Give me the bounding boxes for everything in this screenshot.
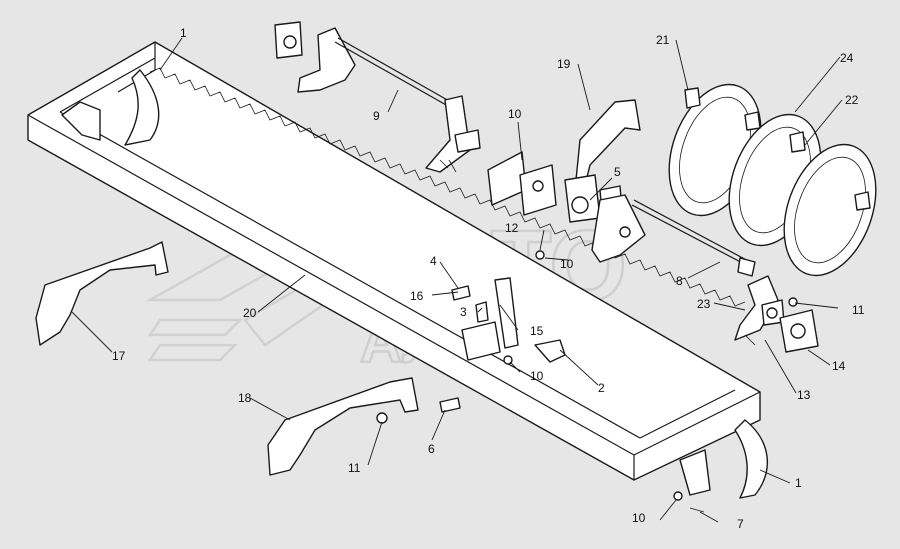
- callout-12: 12: [505, 221, 519, 235]
- tine-left: [124, 69, 160, 146]
- callout-14: 14: [832, 359, 846, 373]
- callout-23: 23: [697, 297, 711, 311]
- tine-right: [734, 419, 769, 499]
- arm-23: [734, 275, 785, 346]
- shaft-assembly-top: [274, 21, 481, 173]
- crumbler-wheels: [668, 83, 877, 277]
- callout-13: 13: [797, 388, 811, 402]
- callout-4: 4: [430, 254, 437, 268]
- callout-8: 8: [676, 274, 683, 288]
- flange-14: [779, 309, 819, 353]
- callout-2: 2: [598, 381, 605, 395]
- toothed-rail: [149, 67, 746, 307]
- callout-10-right: 10: [632, 511, 646, 525]
- callout-5: 5: [614, 165, 621, 179]
- side-plate-17: [35, 241, 169, 346]
- callout-6: 6: [428, 442, 435, 456]
- bracket-15: [451, 277, 519, 361]
- callout-24: 24: [840, 51, 854, 65]
- callout-9: 9: [373, 109, 380, 123]
- callout-11-bottom: 11: [348, 461, 361, 475]
- callout-10-top: 10: [508, 107, 522, 121]
- callout-19: 19: [557, 57, 571, 71]
- callout-15: 15: [530, 324, 544, 338]
- callout-21: 21: [656, 33, 670, 47]
- callout-10-bottom: 10: [530, 369, 544, 383]
- side-plate-18: [267, 377, 419, 476]
- callout-17: 17: [112, 349, 126, 363]
- callout-18: 18: [238, 391, 252, 405]
- callout-1-left: 1: [180, 26, 187, 40]
- callout-16: 16: [410, 289, 424, 303]
- callout-numbers: 1 1 2 3 4 5 6 7 8 9 10 10 10 10 11 11 12…: [112, 26, 865, 531]
- callout-11-right: 11: [852, 303, 865, 317]
- leader-lines: [71, 37, 843, 523]
- shaft-8: [591, 194, 756, 277]
- fasteners: [376, 159, 798, 513]
- wheel-rear: [783, 143, 877, 277]
- callout-7: 7: [737, 517, 744, 531]
- callout-1-right: 1: [795, 476, 802, 490]
- main-frame: [27, 41, 761, 496]
- bracket-19: [575, 99, 641, 186]
- callout-22: 22: [845, 93, 859, 107]
- callout-3: 3: [460, 305, 467, 319]
- callout-20: 20: [243, 306, 257, 320]
- callout-10-mid: 10: [560, 257, 574, 271]
- bearing-plate-10: [487, 151, 557, 216]
